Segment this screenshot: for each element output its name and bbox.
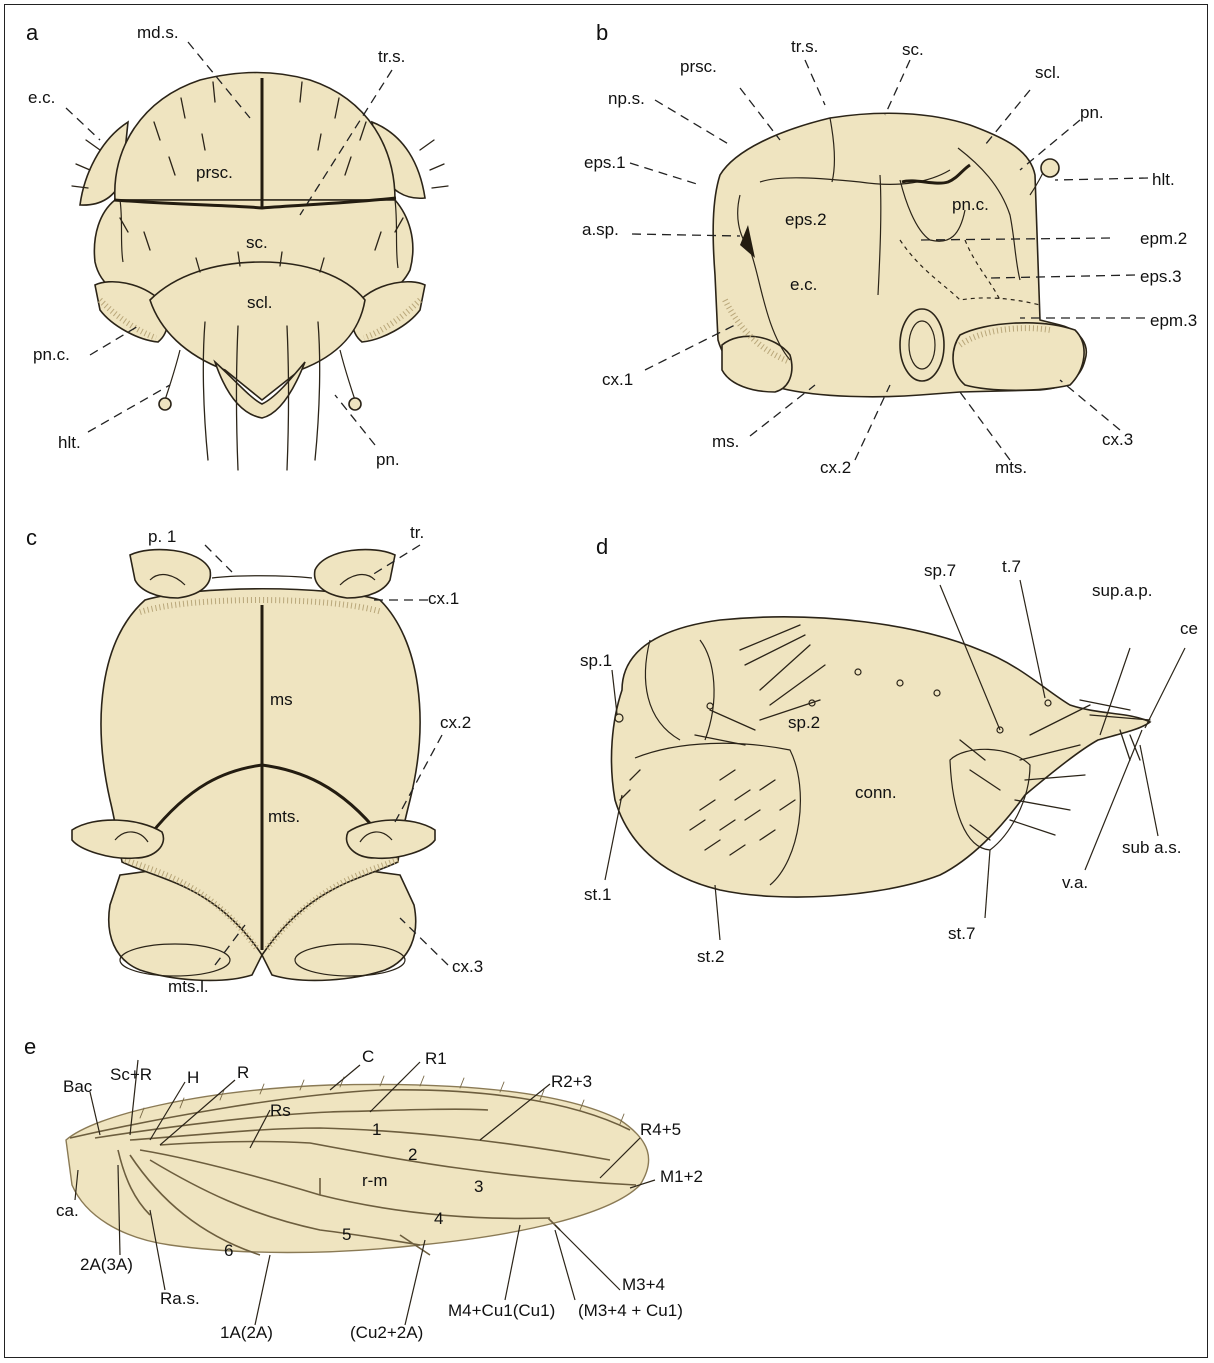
label-e-H: H bbox=[187, 1068, 199, 1087]
panel-a-letter: a bbox=[26, 20, 39, 45]
label-c-mtsl: mts.l. bbox=[168, 977, 209, 996]
label-e-R: R bbox=[237, 1063, 249, 1082]
label-b-asp: a.sp. bbox=[582, 220, 619, 239]
label-b-eps3: eps.3 bbox=[1140, 267, 1182, 286]
panel-a: a md.s. tr.s bbox=[26, 20, 448, 470]
label-d-sp2: sp.2 bbox=[788, 713, 820, 732]
label-e-Bac: Bac bbox=[63, 1077, 93, 1096]
label-b-mts: mts. bbox=[995, 458, 1027, 477]
label-a-scl: scl. bbox=[247, 293, 273, 312]
label-a-mds: md.s. bbox=[137, 23, 179, 42]
label-d-st1: st.1 bbox=[584, 885, 611, 904]
panel-d-abdomen bbox=[611, 617, 1150, 897]
panel-c-fore-coxa-left bbox=[130, 550, 210, 598]
label-b-epm3: epm.3 bbox=[1150, 311, 1197, 330]
label-c-mts: mts. bbox=[268, 807, 300, 826]
panel-d: d sp.7 t.7 sup.a.p. ce sp.1 sp.2 conn. s… bbox=[580, 534, 1198, 966]
label-c-ms: ms bbox=[270, 690, 293, 709]
label-d-va: v.a. bbox=[1062, 873, 1088, 892]
label-b-epm2: epm.2 bbox=[1140, 229, 1187, 248]
label-b-eps2: eps.2 bbox=[785, 210, 827, 229]
panel-b-coxa3 bbox=[953, 323, 1084, 390]
label-e-ca: ca. bbox=[56, 1201, 79, 1220]
panel-c-mid-coxa-left bbox=[72, 820, 163, 858]
label-c-p1: p. 1 bbox=[148, 527, 176, 546]
panel-b-coxa2 bbox=[900, 309, 944, 381]
label-b-sc: sc. bbox=[902, 40, 924, 59]
label-a-hlt: hlt. bbox=[58, 433, 81, 452]
panel-c-letter: c bbox=[26, 525, 37, 550]
label-e-R45: R4+5 bbox=[640, 1120, 681, 1139]
panel-b-letter: b bbox=[596, 20, 608, 45]
label-d-conn: conn. bbox=[855, 783, 897, 802]
label-e-C: C bbox=[362, 1047, 374, 1066]
label-d-sp1: sp.1 bbox=[580, 651, 612, 670]
wing-cell-4: 4 bbox=[434, 1209, 443, 1228]
label-e-M34: M3+4 bbox=[622, 1275, 665, 1294]
label-b-eps1: eps.1 bbox=[584, 153, 626, 172]
panel-a-scutellum bbox=[150, 262, 365, 400]
label-a-pnc: pn.c. bbox=[33, 345, 70, 364]
label-b-pnc: pn.c. bbox=[952, 195, 989, 214]
wing-cell-3: 3 bbox=[474, 1177, 483, 1196]
label-b-nps: np.s. bbox=[608, 89, 645, 108]
panel-c-fore-coxa-right bbox=[315, 550, 395, 598]
label-b-pn: pn. bbox=[1080, 103, 1104, 122]
label-b-prsc: prsc. bbox=[680, 57, 717, 76]
label-e-R1: R1 bbox=[425, 1049, 447, 1068]
panel-e-letter: e bbox=[24, 1034, 36, 1059]
label-b-ec: e.c. bbox=[790, 275, 817, 294]
wing-cell-2: 2 bbox=[408, 1145, 417, 1164]
label-d-suba: sub a.s. bbox=[1122, 838, 1182, 857]
label-e-R23: R2+3 bbox=[551, 1072, 592, 1091]
label-b-hlt: hlt. bbox=[1152, 170, 1175, 189]
label-a-sc: sc. bbox=[246, 233, 268, 252]
label-d-ce: ce bbox=[1180, 619, 1198, 638]
label-b-cx2: cx.2 bbox=[820, 458, 851, 477]
label-c-tr: tr. bbox=[410, 523, 424, 542]
label-b-trs: tr.s. bbox=[791, 37, 818, 56]
label-e-Rs: Rs bbox=[270, 1101, 291, 1120]
label-e-M12: M1+2 bbox=[660, 1167, 703, 1186]
wing-cell-1: 1 bbox=[372, 1120, 381, 1139]
label-a-trs: tr.s. bbox=[378, 47, 405, 66]
panel-a-haltere-right bbox=[340, 350, 355, 400]
label-a-ec: e.c. bbox=[28, 88, 55, 107]
label-e-M4Cu1: M4+Cu1(Cu1) bbox=[448, 1301, 555, 1320]
panel-d-letter: d bbox=[596, 534, 608, 559]
wing-cell-5: 5 bbox=[342, 1225, 351, 1244]
label-e-M34Cu1: (M3+4 + Cu1) bbox=[578, 1301, 683, 1320]
label-a-prsc: prsc. bbox=[196, 163, 233, 182]
panel-a-haltere-left bbox=[165, 350, 180, 400]
label-d-st7: st.7 bbox=[948, 924, 975, 943]
panel-c: c p. 1 tr. cx.1 ms cx.2 bbox=[26, 523, 483, 996]
label-c-cx1: cx.1 bbox=[428, 589, 459, 608]
label-b-ms: ms. bbox=[712, 432, 739, 451]
label-c-cx2: cx.2 bbox=[440, 713, 471, 732]
label-e-Ras: Ra.s. bbox=[160, 1289, 200, 1308]
panel-b-haltere bbox=[1041, 159, 1059, 177]
label-e-rm: r-m bbox=[362, 1171, 387, 1190]
label-d-st2: st.2 bbox=[697, 947, 724, 966]
label-b-cx3: cx.3 bbox=[1102, 430, 1133, 449]
label-c-cx3: cx.3 bbox=[452, 957, 483, 976]
label-d-t7: t.7 bbox=[1002, 557, 1021, 576]
label-e-ScR: Sc+R bbox=[110, 1065, 152, 1084]
label-d-sp7: sp.7 bbox=[924, 561, 956, 580]
label-e-Cu2: (Cu2+2A) bbox=[350, 1323, 423, 1342]
label-a-pn: pn. bbox=[376, 450, 400, 469]
label-b-scl: scl. bbox=[1035, 63, 1061, 82]
label-e-A1: 1A(2A) bbox=[220, 1323, 273, 1342]
label-e-A2: 2A(3A) bbox=[80, 1255, 133, 1274]
wing-cell-6: 6 bbox=[224, 1241, 233, 1260]
label-d-supap: sup.a.p. bbox=[1092, 581, 1153, 600]
panel-b: b bbox=[582, 20, 1197, 477]
panel-e: e C R1 Sc+R Bac H R R2+3 Rs R4+5 M1+2 r-… bbox=[24, 1034, 703, 1342]
panel-a-prescutum bbox=[115, 73, 395, 201]
label-b-cx1: cx.1 bbox=[602, 370, 633, 389]
